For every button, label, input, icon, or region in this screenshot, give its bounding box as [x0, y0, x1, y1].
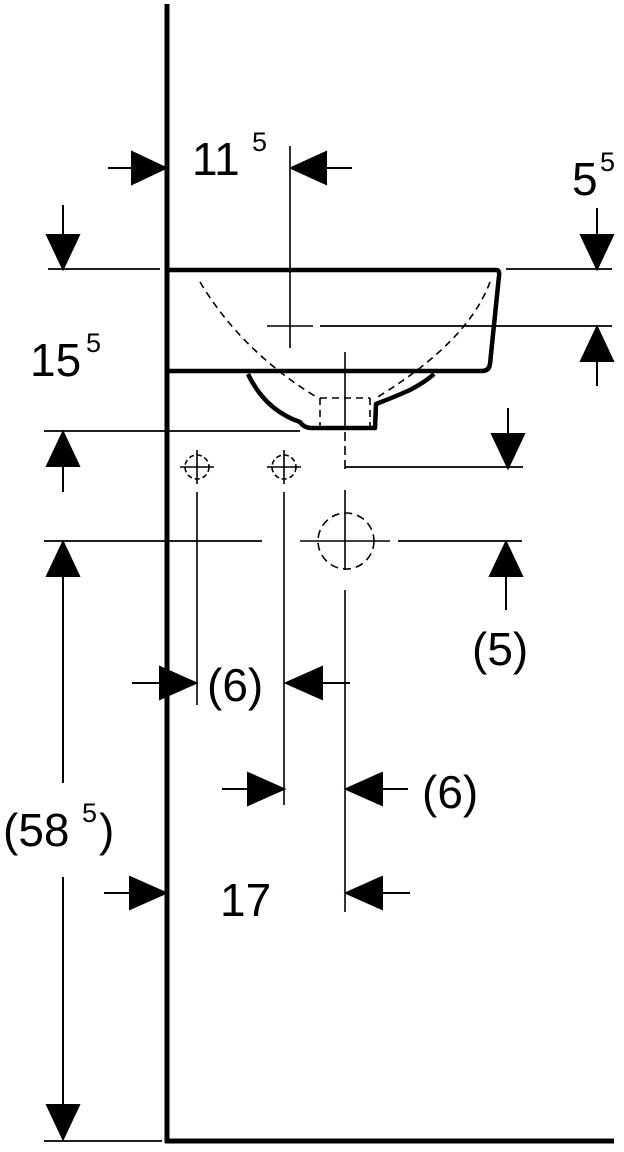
arrow-155-top	[45, 234, 81, 272]
basin-body	[168, 267, 502, 374]
arrow-155-bottom	[45, 429, 81, 467]
arrow-5-bottom	[488, 539, 524, 577]
arrow-6b-left	[247, 771, 287, 807]
arrow-55-bottom	[579, 324, 615, 362]
label-585-main: (58	[3, 804, 69, 856]
basin-inner-bowl	[199, 281, 491, 399]
label-115-sup: 5	[252, 127, 267, 157]
label-6-left: (6)	[207, 659, 263, 711]
arrow-585-bottom	[45, 1104, 81, 1142]
label-155-sup: 5	[86, 328, 101, 358]
arrow-585-top	[45, 539, 81, 577]
label-155-main: 15	[30, 334, 81, 386]
extension-lines	[44, 268, 612, 1142]
basin-bowl-underside	[245, 372, 436, 431]
arrow-115-left	[131, 150, 169, 186]
arrow-6b-right	[343, 771, 383, 807]
label-585-close: )	[99, 804, 114, 856]
dimension-arrows	[45, 150, 615, 1142]
label-55-sup: 5	[600, 147, 615, 177]
arrow-6a-left	[159, 665, 199, 701]
dimension-labels: 11 5 5 5 15 5 (5) (6) (6) 17 (58 5 )	[3, 127, 615, 926]
label-5: (5)	[472, 623, 528, 675]
washbasin-outline	[168, 267, 502, 431]
arrow-55-top	[579, 234, 615, 272]
label-115-main: 11	[192, 133, 240, 185]
label-55-main: 5	[572, 153, 598, 205]
label-585-sup: 5	[82, 798, 97, 828]
wall-and-floor	[164, 4, 614, 1144]
arrow-5-top	[490, 433, 526, 471]
arrow-115-right	[288, 150, 327, 186]
label-17: 17	[220, 874, 271, 926]
waste-pipe-circle	[317, 512, 375, 570]
arrow-6a-right	[283, 665, 323, 701]
label-6-right: (6)	[422, 766, 478, 818]
arrow-17-left	[129, 875, 169, 911]
arrow-17-right	[343, 875, 383, 911]
center-lines	[180, 146, 390, 912]
